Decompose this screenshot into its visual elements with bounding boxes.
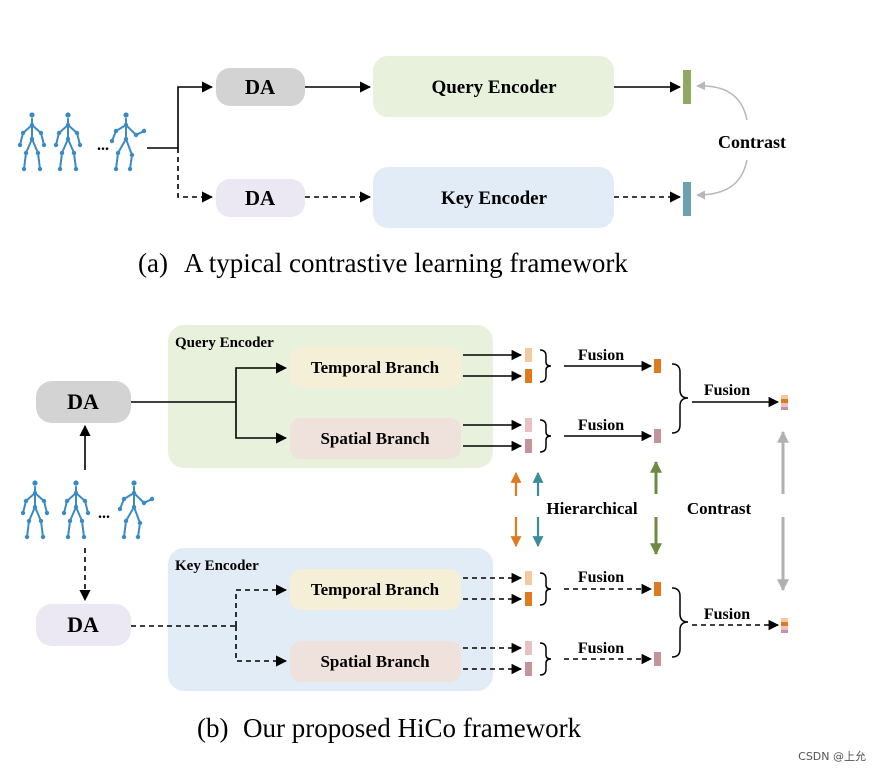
skeleton-icon	[52, 111, 84, 173]
key-encoder-group-label: Key Encoder	[175, 558, 259, 574]
brace	[539, 349, 552, 383]
brace	[539, 642, 552, 676]
brace	[671, 587, 689, 658]
query-temporal-branch	[290, 347, 461, 388]
arrow-to-query-temporal	[235, 362, 288, 402]
part-b: Query Encoder Key Encoder DA DA ... Temp…	[19, 325, 789, 743]
key-feature-bar	[683, 182, 691, 216]
braces	[539, 349, 689, 676]
da-label: DA	[67, 612, 99, 637]
feature-bar	[525, 369, 532, 383]
query-feature-bar	[683, 70, 691, 104]
fused-bar	[654, 582, 661, 596]
feature-bar	[525, 662, 532, 676]
da-box-bottom-a	[216, 179, 305, 217]
key-encoder-box	[373, 167, 614, 228]
skeleton-icon	[116, 479, 156, 541]
skeleton-ellipsis: ...	[98, 505, 110, 522]
caption-label-b: (b)	[197, 713, 228, 743]
brace	[539, 572, 552, 606]
skeleton-icon	[16, 111, 48, 173]
feature-bar	[525, 592, 532, 606]
da-box-bottom-b	[36, 604, 131, 646]
fused-bar	[654, 429, 661, 443]
branch-label: Spatial Branch	[320, 429, 430, 448]
feature-bar	[525, 348, 532, 362]
skeleton-ellipsis: ...	[97, 137, 109, 154]
key-encoder-label: Key Encoder	[441, 188, 548, 209]
query-encoder-box	[373, 56, 614, 117]
watermark: CSDN @上允	[798, 749, 866, 763]
fusion-label: Fusion	[578, 417, 624, 434]
part-a: ... DA DA Query Encoder Key Encoder Cont…	[16, 56, 786, 278]
brace	[539, 419, 552, 453]
skeleton-icon	[19, 479, 51, 541]
caption-label-a: (a)	[138, 248, 168, 278]
feature-bar	[525, 571, 532, 585]
da-label: DA	[67, 389, 99, 414]
da-label: DA	[245, 75, 276, 99]
arrow-to-query-spatial	[235, 402, 288, 444]
arrow-to-da-bottom-a	[177, 148, 214, 203]
fusion-label: Fusion	[578, 569, 624, 586]
fused-bar	[654, 652, 661, 666]
fusion-label: Fusion	[704, 606, 750, 623]
arrow-to-key-spatial	[235, 626, 288, 667]
final-feature-key	[781, 618, 788, 633]
fused-bar	[654, 359, 661, 373]
da-box-top-a	[216, 68, 305, 106]
arrow-to-da-top-a	[147, 81, 214, 149]
contrast-arrow-down	[696, 159, 748, 200]
fusion-label: Fusion	[578, 347, 624, 364]
branch-label: Temporal Branch	[311, 580, 440, 599]
query-spatial-branch	[290, 418, 461, 459]
contrast-arrow-up	[696, 81, 748, 121]
brace	[671, 363, 689, 434]
feature-bar	[525, 641, 532, 655]
contrast-label: Contrast	[718, 132, 786, 152]
fusion-label: Fusion	[578, 640, 624, 657]
key-temporal-branch	[290, 569, 461, 610]
feature-bar	[525, 418, 532, 432]
branch-label: Temporal Branch	[311, 358, 440, 377]
final-feature-query	[781, 395, 788, 410]
key-spatial-branch	[290, 641, 461, 682]
fusion-label: Fusion	[704, 382, 750, 399]
hierarchical-label: Hierarchical	[546, 499, 638, 518]
skeleton-sequence-b: ...	[19, 479, 156, 541]
contrast-label-b: Contrast	[687, 499, 752, 518]
da-label: DA	[245, 186, 276, 210]
query-encoder-group-label: Query Encoder	[175, 335, 274, 351]
feature-bar	[525, 439, 532, 453]
caption-text-a: A typical contrastive learning framework	[184, 248, 628, 278]
branch-label: Spatial Branch	[320, 652, 430, 671]
caption-text-b: Our proposed HiCo framework	[243, 713, 582, 743]
skeleton-sequence-a: ...	[16, 111, 148, 173]
skeleton-icon	[108, 111, 148, 173]
skeleton-icon	[60, 479, 92, 541]
arrow-to-key-temporal	[235, 584, 288, 626]
da-box-top-b	[36, 381, 131, 423]
query-encoder-label: Query Encoder	[431, 77, 557, 98]
